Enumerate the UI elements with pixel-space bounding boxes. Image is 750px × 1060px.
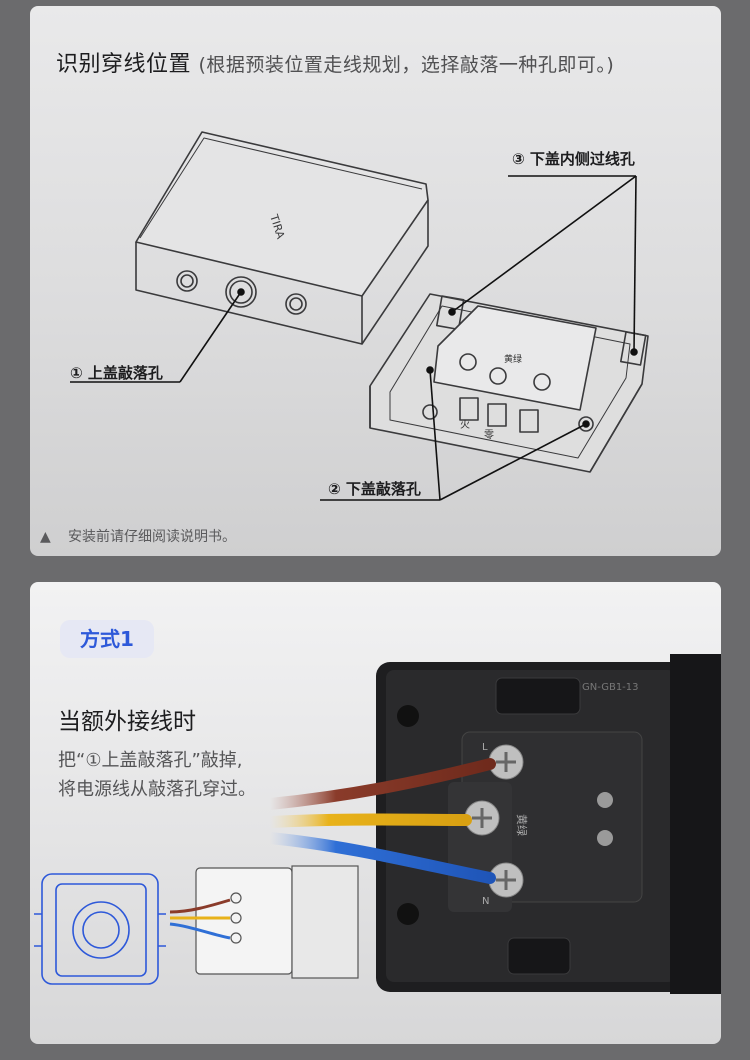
callout-lower-knockout: ② 下盖敲落孔 [328,480,421,498]
method-description: 把“①上盖敲落孔”敲掉, 将电源线从敲落孔穿过。 [58,746,256,804]
wires [264,758,496,884]
warning-note: ▲ 安装前请仔细阅读说明书。 [40,526,236,546]
method-badge: 方式1 [60,620,154,658]
upper-cover-drawing: TIRA [135,131,429,345]
base-zero-label: 零 [484,429,494,441]
mark-l: L [482,742,488,753]
terminal-block-photo: 黄绿 L N [448,731,643,912]
lower-box-drawing: 黄绿 火 零 [369,293,649,473]
warning-icon: ▲ [40,529,51,545]
junction-box-diagram: TIRA 黄绿 火 零 [70,131,649,501]
wiring-photo: GN-GB1-13 黄绿 L N [34,654,721,994]
method-1-card: 方式1 当额外接线时 把“①上盖敲落孔”敲掉, 将电源线从敲落孔穿过。 GN-G… [30,582,721,1044]
callout-2-leader [320,366,590,501]
wiring-position-card: 识别穿线位置 (根据预装位置走线规划，选择敲落一种孔即可。) TIRA [30,6,721,556]
base-terminal-label: 黄绿 [504,353,522,365]
inset-socket-sketch [169,865,359,979]
callout-inner-hole: ③ 下盖内侧过线孔 [512,150,635,168]
desc-line-1: 把“①上盖敲落孔”敲掉, [58,750,243,771]
terminal-label: 黄绿 [515,814,529,836]
mark-n: N [482,896,489,907]
base-fire-label: 火 [460,419,470,431]
section-title: 识别穿线位置 (根据预装位置走线规划，选择敲落一种孔即可。) [56,46,614,78]
warning-text: 安装前请仔细阅读说明书。 [68,529,236,545]
title-main: 识别穿线位置 [56,52,192,77]
desc-line-2: 将电源线从敲落孔穿过。 [58,779,256,800]
title-note: (根据预装位置走线规划，选择敲落一种孔即可。) [198,54,615,76]
callout-1-leader [70,288,245,383]
inset-wall-box-sketch [34,873,166,985]
model-text: GN-GB1-13 [582,682,639,693]
callout-upper-knockout: ① 上盖敲落孔 [70,364,163,382]
method-heading: 当额外接线时 [58,709,196,735]
callout-3-leader [448,175,638,356]
